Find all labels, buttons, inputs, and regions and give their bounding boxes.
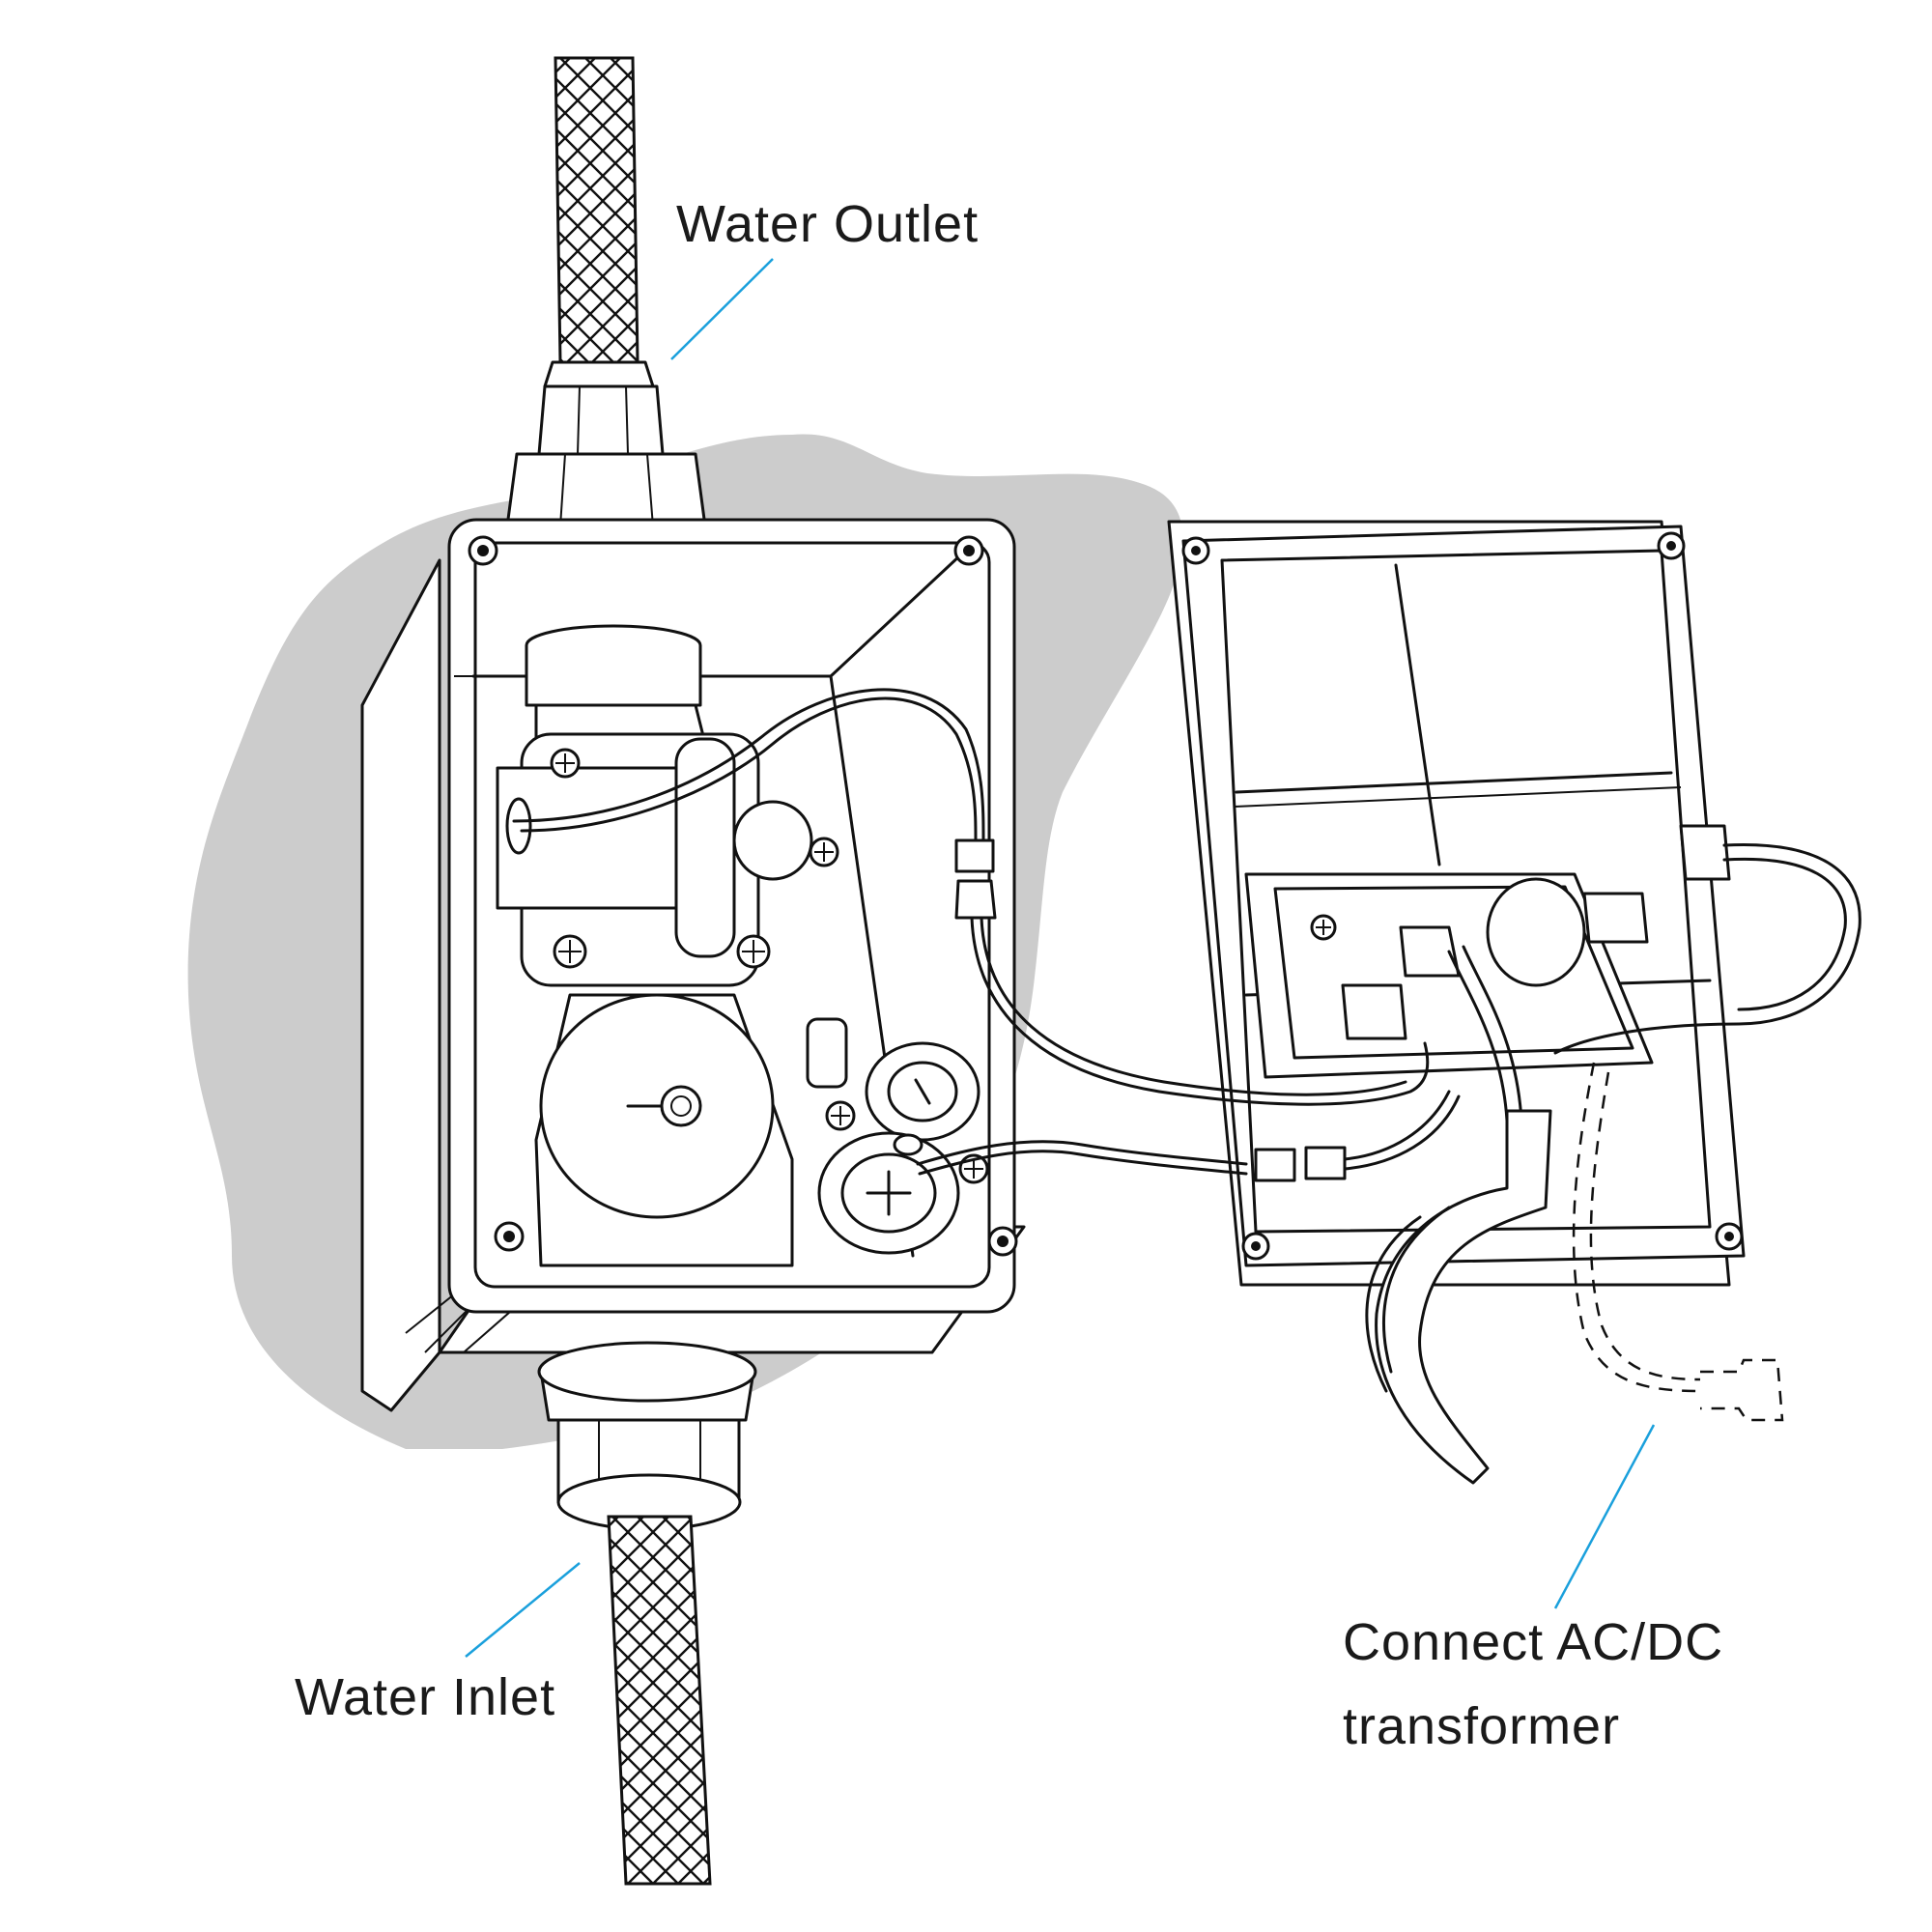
solenoid-valve bbox=[496, 624, 839, 987]
transformer-leader-line bbox=[1553, 1424, 1656, 1609]
transformer-lead-dashed bbox=[1572, 1062, 1784, 1422]
outlet-hose bbox=[505, 56, 707, 528]
adjustment-screws bbox=[806, 1017, 989, 1255]
transformer-label-line1: Connect AC/DC bbox=[1343, 1613, 1723, 1671]
filter-drum bbox=[534, 993, 794, 1267]
power-cable bbox=[1365, 1109, 1552, 1485]
water-outlet-label: Water Outlet bbox=[676, 195, 979, 253]
transformer-label-line2: transformer bbox=[1343, 1697, 1620, 1755]
inlet-leader-line bbox=[465, 1562, 581, 1658]
inlet-hose bbox=[537, 1341, 757, 1886]
outlet-leader-line bbox=[670, 258, 774, 360]
wiring bbox=[512, 688, 1861, 1182]
water-inlet-label: Water Inlet bbox=[295, 1668, 555, 1726]
control-module bbox=[1244, 824, 1731, 1079]
